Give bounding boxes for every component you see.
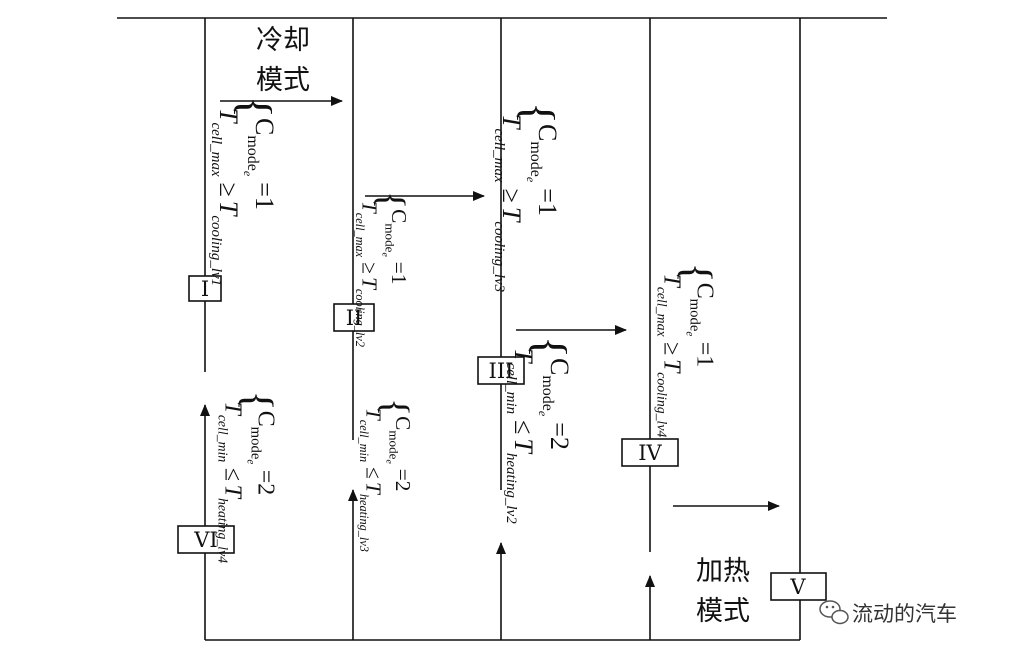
cooling-mode-label: 冷却 模式	[256, 25, 310, 96]
mode-condition: Cmodee=1	[684, 283, 718, 368]
state-box-III: III	[477, 356, 525, 385]
watermark-text: 流动的汽车	[852, 602, 957, 626]
mode-condition: Cmodee=2	[245, 411, 279, 496]
wechat-icon	[819, 600, 849, 625]
mode-condition: Cmodee=1	[379, 209, 411, 284]
svg-text:模式: 模式	[256, 65, 310, 96]
brace: {	[374, 398, 416, 416]
svg-text:模式: 模式	[696, 596, 750, 627]
state-box-VI: VI	[177, 525, 235, 554]
brace: {	[370, 191, 412, 209]
svg-text:II: II	[346, 306, 363, 330]
brace: {	[230, 96, 281, 118]
temperature-condition: Tcell_max≥Tcooling_lv4	[654, 274, 684, 438]
svg-text:V: V	[789, 575, 806, 599]
svg-text:VI: VI	[193, 528, 217, 552]
brace: {	[234, 390, 281, 410]
temperature-condition: Tcell_min≤Theating_lv4	[215, 402, 245, 564]
svg-text:IV: IV	[638, 441, 662, 465]
mode-condition: Cmodee=2	[536, 358, 574, 450]
transition-conditions: {Cmodee=1Tcell_max≥Tcooling_lv1{Cmodee=1…	[208, 96, 720, 563]
temperature-condition: Tcell_max≥Tcooling_lv1	[208, 108, 243, 286]
state-box-I: I	[188, 275, 222, 302]
temperature-condition: Tcell_min≤Theating_lv3	[357, 408, 386, 552]
brace: {	[673, 262, 720, 282]
state-box-V: V	[770, 572, 827, 601]
temperature-condition: Tcell_min≤Theating_lv2	[503, 348, 538, 524]
state-box-IV: IV	[621, 438, 679, 467]
heating-mode-label: 加热 模式	[696, 556, 750, 627]
watermark: 流动的汽车	[819, 600, 957, 626]
brace: {	[525, 336, 576, 358]
mode-condition: Cmodee=1	[524, 124, 562, 216]
mode-condition: Cmodee=1	[241, 118, 279, 210]
brace: {	[513, 102, 564, 124]
svg-text:III: III	[489, 359, 514, 383]
state-box-II: II	[333, 303, 375, 332]
svg-text:加热: 加热	[696, 556, 750, 587]
svg-text:I: I	[201, 277, 209, 301]
temperature-condition: Tcell_max≥Tcooling_lv3	[491, 114, 526, 292]
svg-text:冷却: 冷却	[256, 25, 310, 56]
temperature-condition: Tcell_max≥Tcooling_lv2	[353, 201, 382, 347]
mode-condition: Cmodee=2	[383, 416, 415, 491]
